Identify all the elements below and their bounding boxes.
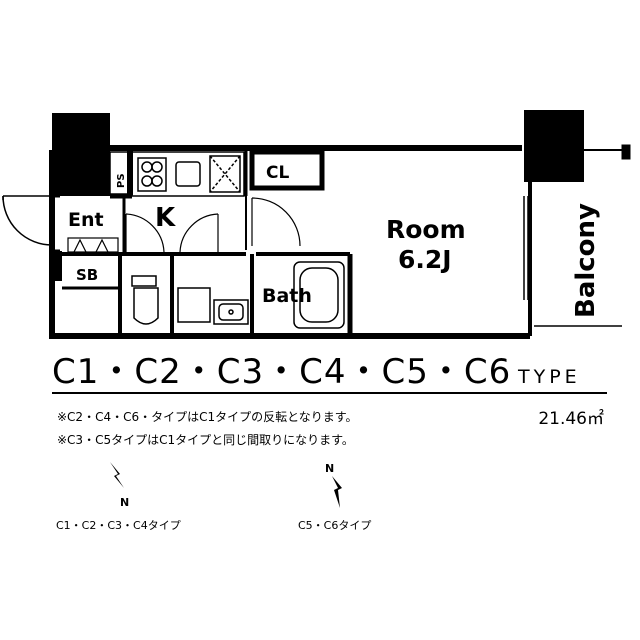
- label-ps: PS: [116, 173, 127, 188]
- note-reversal: ※C2・C4・C6・タイプはC1タイプの反転となります。: [57, 410, 358, 424]
- type-title-main: C1・C2・C3・C4・C5・C6: [52, 352, 512, 392]
- type-title: C1・C2・C3・C4・C5・C6 TYPE: [52, 352, 607, 394]
- shoe-shelf: [67, 237, 119, 253]
- bathtub: [293, 261, 345, 329]
- north-arrow-2-label: N: [325, 462, 334, 475]
- label-sb: SB: [76, 266, 98, 284]
- label-kitchen: K: [155, 203, 176, 233]
- area-value: 21.46㎡: [538, 409, 604, 429]
- toilet: [131, 275, 159, 325]
- compass-caption-2: C5・C6タイプ: [298, 519, 372, 532]
- kitchen-doors: [125, 213, 219, 253]
- type-title-suffix: TYPE: [518, 366, 581, 388]
- balcony-window: [523, 196, 529, 300]
- north-arrow-1: N: [110, 462, 129, 509]
- wall-column-right: [524, 110, 584, 182]
- label-bath: Bath: [262, 285, 312, 307]
- wall-column-left: [52, 113, 110, 196]
- balcony-railing: [534, 144, 631, 327]
- entrance-door: [2, 195, 53, 251]
- ps-cell: [109, 151, 129, 195]
- room-door: [251, 197, 301, 247]
- label-cl: CL: [266, 163, 289, 183]
- label-room-name: Room: [386, 215, 466, 244]
- wall-stub-left: [50, 251, 62, 281]
- compass-caption-1: C1・C2・C3・C4タイプ: [56, 519, 181, 532]
- north-arrow-2: N: [325, 462, 342, 508]
- kitchen-counter: [131, 151, 245, 197]
- interior-walls: [62, 150, 353, 336]
- north-arrow-1-label: N: [120, 496, 129, 509]
- label-balcony: Balcony: [571, 203, 601, 318]
- label-ent: Ent: [68, 209, 104, 231]
- label-room-size: 6.2J: [398, 245, 452, 274]
- note-same-layout: ※C3・C5タイプはC1タイプと同じ間取りになります。: [57, 433, 354, 447]
- washbasin: [177, 287, 249, 325]
- closet-box: [249, 149, 325, 191]
